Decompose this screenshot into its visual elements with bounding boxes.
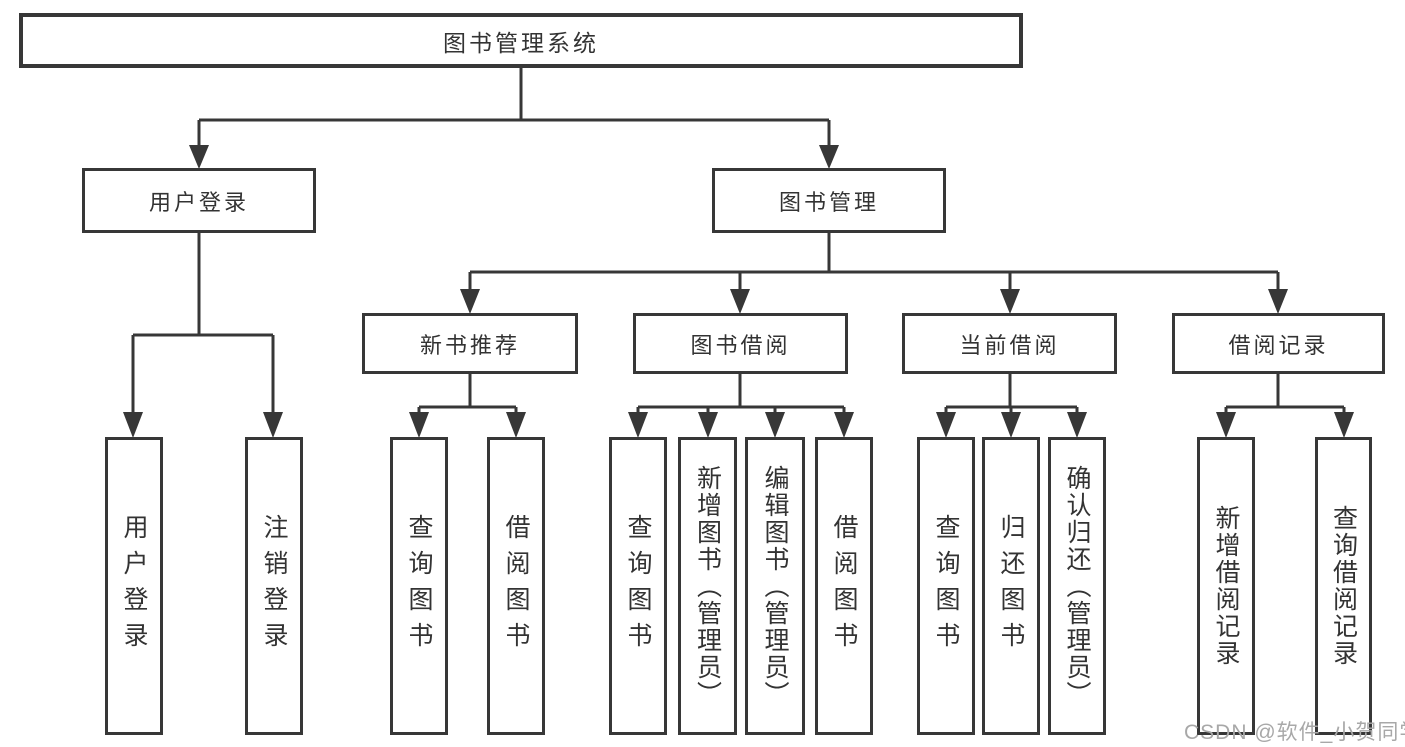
arrowhead [409,412,429,438]
arrowhead [936,412,956,438]
node-label: 图书管理系统 [443,29,599,56]
arrowhead [123,412,143,438]
watermark: CSDN @软件_小贺同学 [1184,721,1405,744]
leaf-return-books: 归还图书 [982,437,1040,735]
node-user-login-branch: 用户登录 [82,168,316,233]
node-label: 图书管理 [778,189,879,215]
leaf-query-books-recommend: 查询图书 [390,437,448,735]
arrowhead [628,412,648,438]
node-label: 借阅图书 [502,514,530,658]
node-current-borrowing: 当前借阅 [902,313,1117,374]
node-label: 用户登录 [120,514,148,658]
node-label: 查询图书 [624,514,652,658]
leaf-add-books-admin: 新增图书（管理员） [678,437,737,735]
arrowhead [189,145,209,169]
arrowhead [730,289,750,314]
node-book-borrowing: 图书借阅 [633,313,848,374]
leaf-query-books-borrowing: 查询图书 [609,437,667,735]
node-book-management-branch: 图书管理 [712,168,946,233]
node-label: 新增图书（管理员） [693,464,722,708]
leaf-borrow-books: 借阅图书 [815,437,873,735]
arrowhead [765,412,785,438]
node-borrow-records: 借阅记录 [1172,313,1385,374]
node-label: 借阅图书 [830,514,858,658]
leaf-edit-books-admin: 编辑图书（管理员） [745,437,805,735]
node-library-management-system: 图书管理系统 [19,13,1023,68]
leaf-logout: 注销登录 [245,437,303,735]
arrowhead [819,145,839,169]
node-label: 编辑图书（管理员） [761,464,789,708]
node-label: 归还图书 [997,514,1025,658]
arrowhead [1000,289,1020,314]
leaf-borrow-books-recommend: 借阅图书 [487,437,545,735]
arrowhead [1334,412,1354,438]
node-label: 新书推荐 [419,332,520,358]
node-label: 查询图书 [405,514,433,658]
arrowhead [263,412,283,438]
node-label: 用户登录 [148,189,249,215]
node-label: 图书借阅 [690,332,791,358]
node-label: 借阅记录 [1228,332,1329,358]
node-label: 当前借阅 [959,332,1060,358]
leaf-confirm-return-admin: 确认归还（管理员） [1048,437,1106,735]
arrowhead [1001,412,1021,438]
node-label: 查询借阅记录 [1329,505,1358,667]
node-label: 注销登录 [260,514,288,658]
node-label: 确认归还（管理员） [1063,464,1091,708]
leaf-query-borrow-record: 查询借阅记录 [1315,437,1372,735]
arrowhead [460,289,480,314]
leaf-query-books-current: 查询图书 [917,437,975,735]
leaf-add-borrow-record: 新增借阅记录 [1197,437,1255,735]
node-label: 新增借阅记录 [1212,505,1240,667]
arrowhead [1268,289,1288,314]
leaf-user-login: 用户登录 [105,437,163,735]
arrowhead [1216,412,1236,438]
arrowhead [698,412,718,438]
node-new-book-recommend: 新书推荐 [362,313,578,374]
arrowhead [834,412,854,438]
node-label: 查询图书 [932,514,960,658]
arrowhead [1067,412,1087,438]
arrowhead [506,412,526,438]
